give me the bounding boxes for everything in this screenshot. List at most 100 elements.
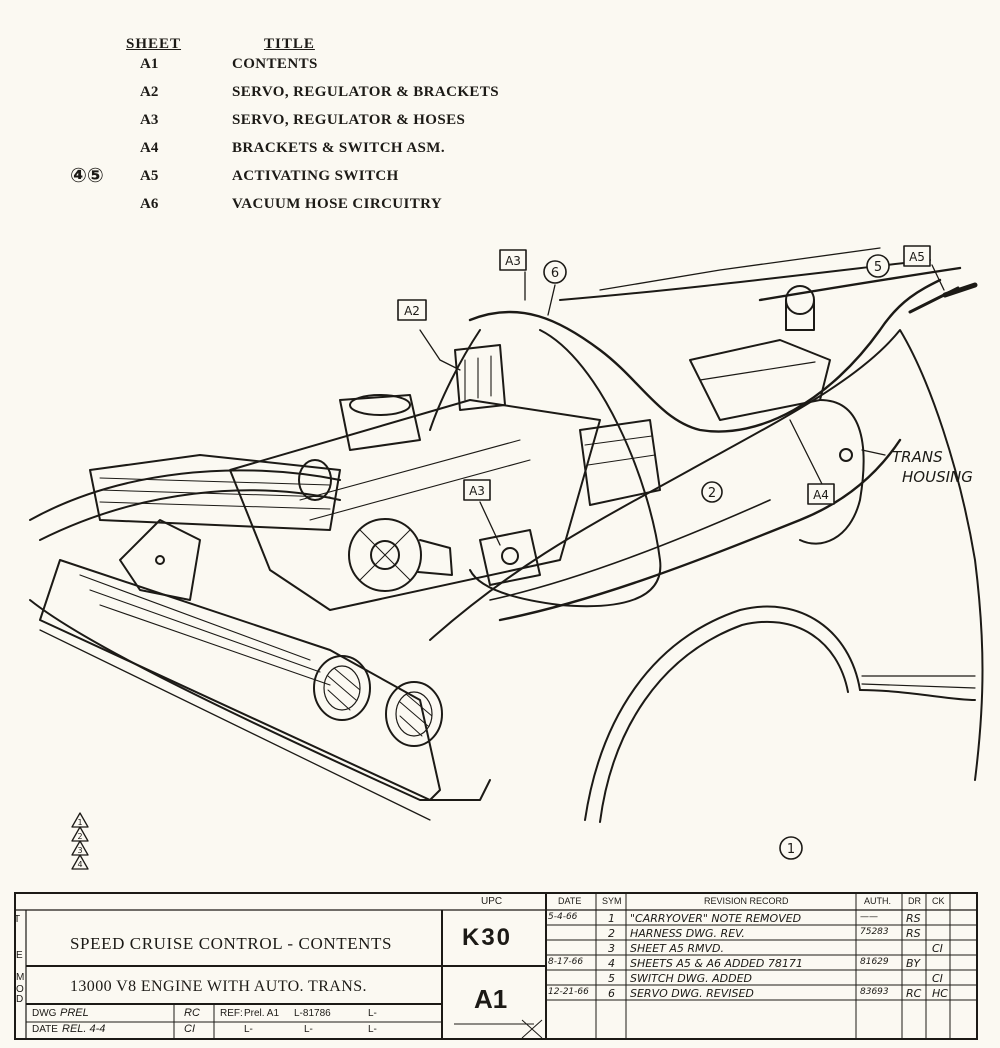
side-letter: D [16, 994, 24, 1005]
rev-header-record: REVISION RECORD [704, 896, 789, 906]
sheet-number: A1 [474, 984, 508, 1014]
circled-5: 5 [866, 254, 890, 278]
radiator [89, 454, 341, 531]
rev-ck: CI [932, 972, 943, 985]
index-title: ACTIVATING SWITCH [232, 168, 399, 184]
initials-1: RC [184, 1007, 200, 1019]
regulator [479, 529, 541, 586]
callout-a2: A2 [397, 299, 427, 321]
circled-2: 2 [701, 481, 723, 503]
callout-a5-label: A5 [909, 250, 925, 264]
date-label: DATE [32, 1024, 58, 1035]
rev-auth: 83693 [860, 987, 889, 997]
ref-value: Prel. A1 [244, 1008, 280, 1019]
rev-sym: 1 [608, 912, 615, 925]
fender-outline [429, 329, 984, 781]
callout-a3-mid: A3 [463, 479, 491, 501]
index-title: VACUUM HOSE CIRCUITRY [232, 196, 443, 212]
side-letter: M [16, 972, 25, 983]
revision-row: 12-21-66 6 SERVO DWG. REVISED 83693 RC HC [14, 986, 978, 1001]
ref-l4: L- [304, 1024, 313, 1035]
radiator-bracket [119, 519, 201, 601]
dwg-label: DWG [32, 1008, 57, 1019]
rev-text: SHEET A5 RMVD. [630, 942, 725, 955]
callout-a2-label: A2 [404, 304, 420, 318]
engine-illustration: A2 A3 A3 A4 A5 6 5 2 1 TRANS HOUSING 1 2 [29, 245, 984, 870]
distributor [454, 344, 506, 411]
wheel-arch-inner [599, 620, 849, 823]
index-header-title: TITLE [264, 36, 315, 52]
rev-header-auth: AUTH. [864, 896, 891, 906]
alternator [348, 518, 422, 592]
index-row: A2 SERVO, REGULATOR & BRACKETS [0, 84, 600, 106]
rev-ck: CI [932, 942, 943, 955]
engine-block [229, 399, 601, 611]
rev-sym: 6 [608, 987, 615, 1000]
circled-6: 6 [543, 260, 567, 284]
initials-2: CI [184, 1023, 195, 1035]
index-title: CONTENTS [232, 56, 318, 72]
wheel-arch [584, 605, 861, 821]
title-block: T E M O D SPEED CRUISE CONTROL - CONTENT… [14, 892, 978, 1040]
rev-ck: HC [932, 987, 948, 1000]
rev-dr: RS [906, 927, 921, 940]
circled-6-label: 6 [551, 266, 559, 281]
drawing-title: SPEED CRUISE CONTROL - CONTENTS [70, 934, 393, 953]
side-letter: T [14, 914, 21, 925]
rev-text: SWITCH DWG. ADDED [630, 972, 753, 985]
harness [468, 278, 942, 433]
bumper [29, 599, 491, 801]
callout-a4-label: A4 [813, 488, 829, 502]
index-row: ④⑤ A5 ACTIVATING SWITCH [0, 163, 600, 190]
ref-label: REF: [220, 1008, 243, 1019]
index-sheet: A3 [140, 112, 159, 128]
index-title: BRACKETS & SWITCH ASM. [232, 140, 446, 156]
fender-bottom [859, 689, 976, 701]
rev-text: SERVO DWG. REVISED [630, 987, 754, 1000]
side-letter: E [16, 950, 23, 961]
side-letter: O [16, 984, 24, 995]
index-title: SERVO, REGULATOR & BRACKETS [232, 84, 499, 100]
servo [689, 339, 831, 421]
steering-column [758, 266, 962, 302]
index-row: A1 CONTENTS [0, 56, 600, 78]
callout-a3-mid-label: A3 [469, 484, 485, 498]
vacuum-hose [429, 329, 481, 431]
rev-text: SHEETS A5 & A6 ADDED 78171 [630, 957, 803, 970]
upc-label: UPC [481, 896, 503, 907]
index-sheet: A2 [140, 84, 159, 100]
index-header-sheet: SHEET [126, 36, 182, 52]
svg-text:2: 2 [77, 832, 82, 841]
index-sheet: A4 [140, 140, 159, 156]
carburetor [339, 394, 421, 451]
rev-date: 12-21-66 [548, 987, 589, 997]
revision-triangles: 1 2 3 4 [71, 812, 89, 870]
svg-text:4: 4 [77, 860, 82, 869]
index-sheet: A6 [140, 196, 159, 212]
circled-5-label: 5 [874, 260, 882, 275]
rev-text: "CARRYOVER" NOTE REMOVED [630, 912, 802, 925]
headlight-right [385, 681, 443, 747]
svg-text:1: 1 [77, 818, 82, 827]
rev-date: 5-4-66 [548, 912, 578, 922]
rev-dr: BY [906, 957, 921, 970]
index-row: A4 BRACKETS & SWITCH ASM. [0, 140, 600, 162]
rev-text: HARNESS DWG. REV. [630, 927, 745, 940]
rev-auth: 81629 [860, 957, 889, 967]
index-row: A3 SERVO, REGULATOR & HOSES [0, 112, 600, 134]
callout-a4: A4 [807, 483, 835, 505]
rev-header-sym: SYM [602, 896, 622, 906]
index-title: SERVO, REGULATOR & HOSES [232, 112, 466, 128]
rev-auth: —— [860, 912, 878, 922]
trans-label-1: TRANS [892, 448, 943, 466]
rev-sym: 2 [608, 927, 615, 940]
rev-dr: RC [906, 987, 922, 1000]
ref-l2: L- [368, 1008, 377, 1019]
rev-date: 8-17-66 [548, 957, 584, 967]
headlight-left [313, 655, 371, 721]
activating-switch [942, 282, 978, 298]
index-row: A6 VACUUM HOSE CIRCUITRY [0, 196, 600, 218]
rev-sym: 3 [608, 942, 615, 955]
